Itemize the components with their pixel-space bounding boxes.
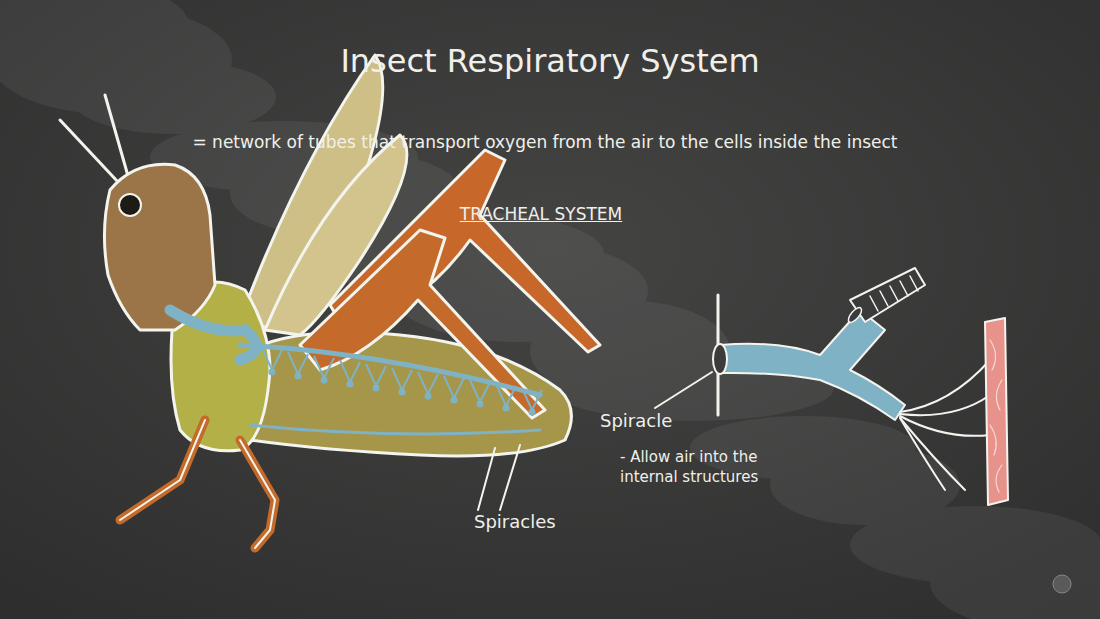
title: Insect Respiratory System	[340, 42, 759, 80]
definition-note: = network of tubes that transport oxygen…	[192, 132, 897, 152]
part-label: Spiracle	[600, 410, 672, 431]
note: - Allow air into the internal structures	[620, 448, 810, 487]
part-label: Spiracles	[474, 511, 556, 532]
section-heading: TRACHEAL SYSTEM	[460, 204, 623, 224]
